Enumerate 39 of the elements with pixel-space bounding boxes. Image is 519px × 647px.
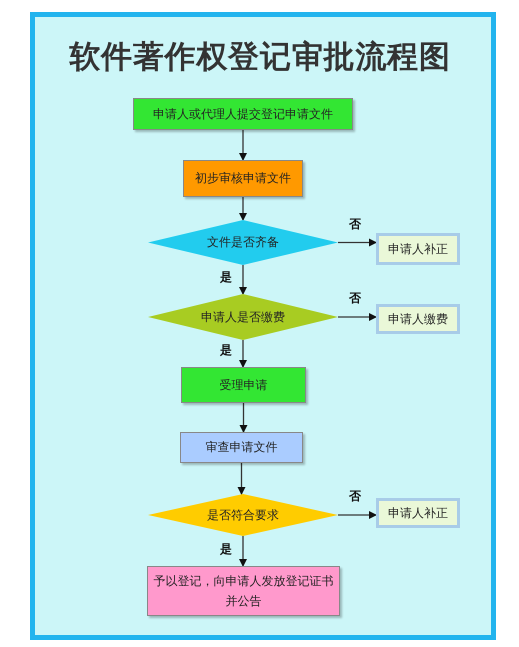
process-box	[376, 304, 460, 334]
node-text: 是否符合要求	[207, 506, 279, 524]
edge-label: 否	[348, 489, 362, 504]
process-box	[183, 160, 303, 197]
arrow	[338, 313, 377, 321]
process-box	[181, 367, 306, 403]
edge-label: 是	[219, 343, 233, 358]
edge-label: 是	[219, 270, 233, 284]
arrow	[338, 511, 377, 519]
node-text: 审查申请文件	[206, 439, 278, 456]
decision-diamond	[148, 220, 338, 265]
node-text: 申请人补正	[388, 504, 448, 522]
node-text: 受理申请	[220, 376, 268, 394]
arrow	[239, 197, 247, 221]
node-text: 申请人是否缴费	[201, 308, 285, 326]
process-box	[180, 432, 303, 463]
node-text: 申请人或代理人提交登记申请文件	[153, 106, 333, 123]
arrow	[239, 536, 247, 567]
node-text: 申请人缴费	[388, 310, 448, 328]
title: 软件著作权登记审批流程图	[68, 38, 452, 77]
decision-diamond	[148, 294, 338, 340]
arrow	[239, 130, 247, 161]
process-box	[376, 233, 460, 265]
arrow	[239, 340, 247, 368]
node-text: 申请人补正	[388, 240, 448, 258]
node-text: 文件是否齐备	[207, 234, 279, 252]
edge-label: 否	[348, 216, 362, 231]
node-text: 予以登记，向申请人发放登记证书并公告	[152, 572, 334, 610]
arrow	[338, 238, 377, 246]
arrow	[240, 403, 248, 433]
process-box	[147, 566, 340, 616]
process-box	[376, 498, 460, 528]
edge-label: 否	[348, 291, 362, 306]
node-text: 初步审核申请文件	[195, 170, 291, 188]
edge-label: 是	[219, 542, 233, 556]
arrow	[238, 463, 246, 495]
process-box	[133, 98, 353, 130]
arrow	[239, 265, 247, 295]
decision-diamond	[148, 494, 338, 536]
